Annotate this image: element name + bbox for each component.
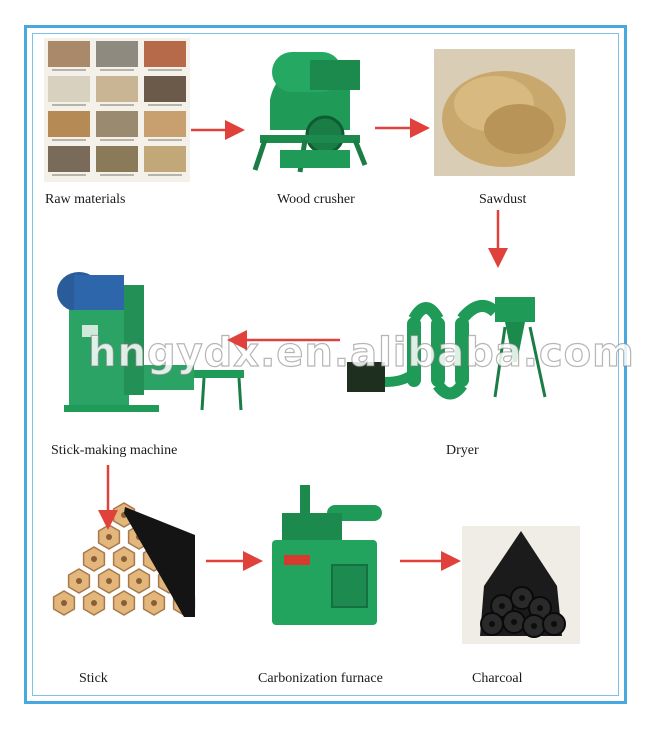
- label-dryer: Dryer: [446, 443, 479, 459]
- label-stick-making-machine: Stick-making machine: [51, 443, 177, 459]
- label-wood-crusher: Wood crusher: [277, 192, 355, 208]
- label-sawdust: Sawdust: [479, 192, 526, 208]
- label-raw-materials: Raw materials: [45, 192, 125, 208]
- label-carbonization-furnace: Carbonization furnace: [258, 671, 383, 687]
- label-stick: Stick: [79, 671, 108, 687]
- label-charcoal: Charcoal: [472, 671, 523, 687]
